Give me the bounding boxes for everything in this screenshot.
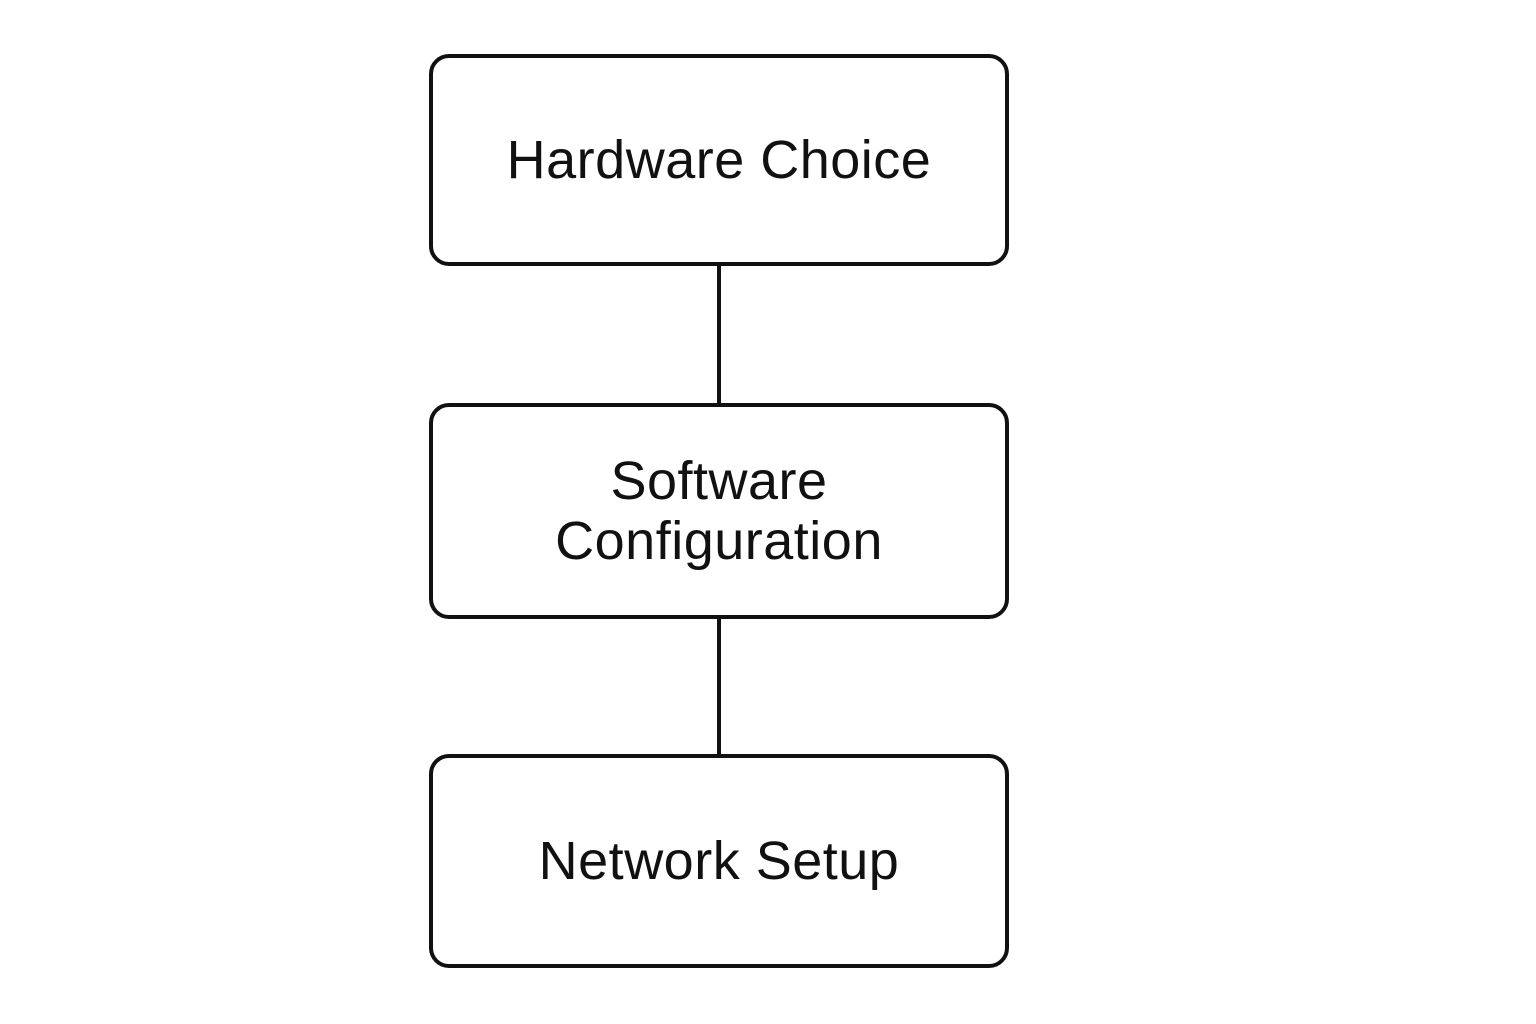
- node-label: Hardware Choice: [506, 130, 932, 190]
- node-network-setup: Network Setup: [429, 754, 1009, 968]
- node-hardware-choice: Hardware Choice: [429, 54, 1009, 266]
- connector-hardware-to-software: [717, 264, 721, 406]
- node-software-configuration: Software Configuration: [429, 403, 1009, 619]
- connector-software-to-network: [717, 618, 721, 756]
- node-label: Software Configuration: [555, 451, 883, 571]
- node-label: Network Setup: [538, 831, 900, 891]
